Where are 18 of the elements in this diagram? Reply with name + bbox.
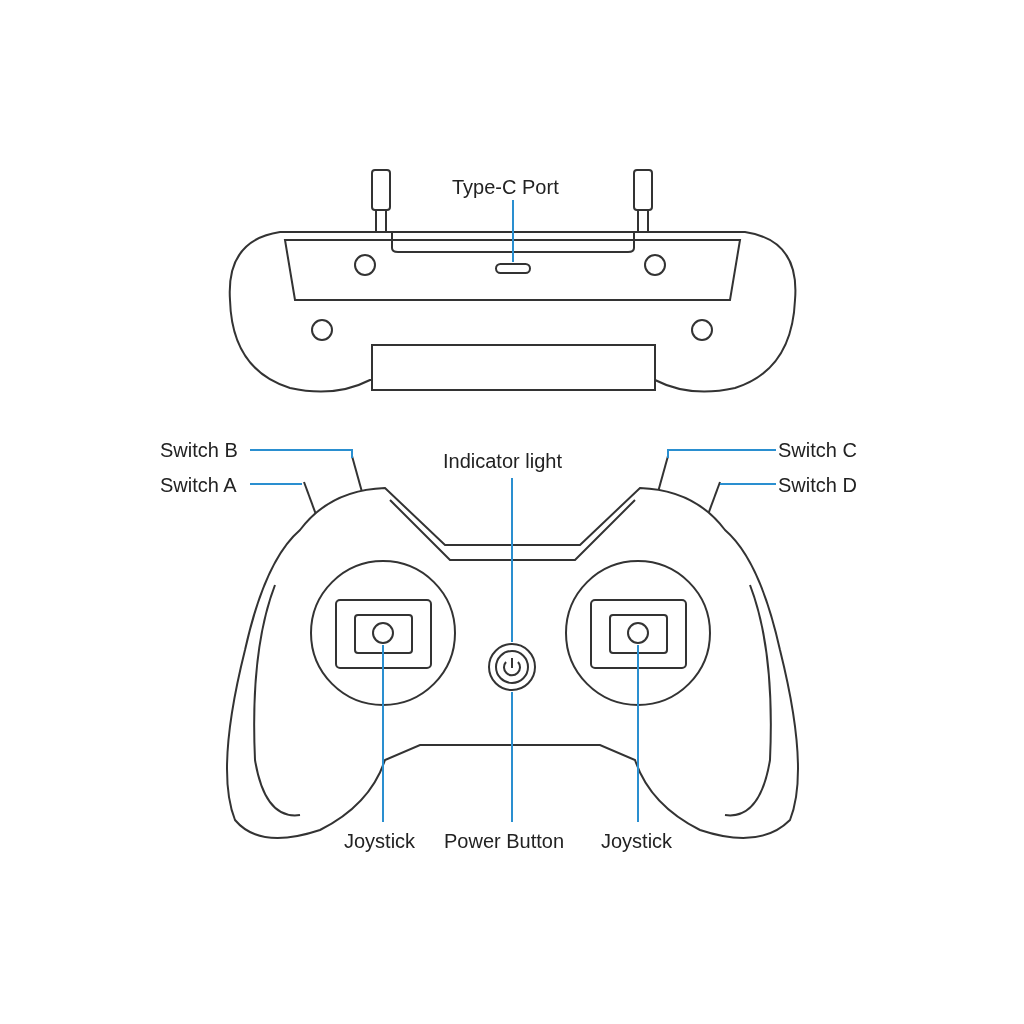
leader-line xyxy=(667,449,777,459)
part-label: Switch B xyxy=(160,439,238,461)
part-label: Joystick xyxy=(601,830,673,852)
leader-line xyxy=(637,644,639,823)
leader-line xyxy=(249,449,353,459)
leader-line xyxy=(512,199,514,263)
part-label: Type-C Port xyxy=(452,176,559,198)
part-label: Indicator light xyxy=(443,450,562,472)
part-label: Power Button xyxy=(444,830,565,852)
part-label: Switch D xyxy=(778,474,857,496)
leader-line xyxy=(249,483,303,485)
leader-line xyxy=(511,691,513,823)
part-label: Joystick xyxy=(344,830,416,852)
part-label: Switch A xyxy=(160,474,237,496)
leader-line xyxy=(719,483,777,485)
leader-line xyxy=(382,644,384,823)
part-label: Switch C xyxy=(778,439,857,461)
leader-line xyxy=(511,477,513,643)
